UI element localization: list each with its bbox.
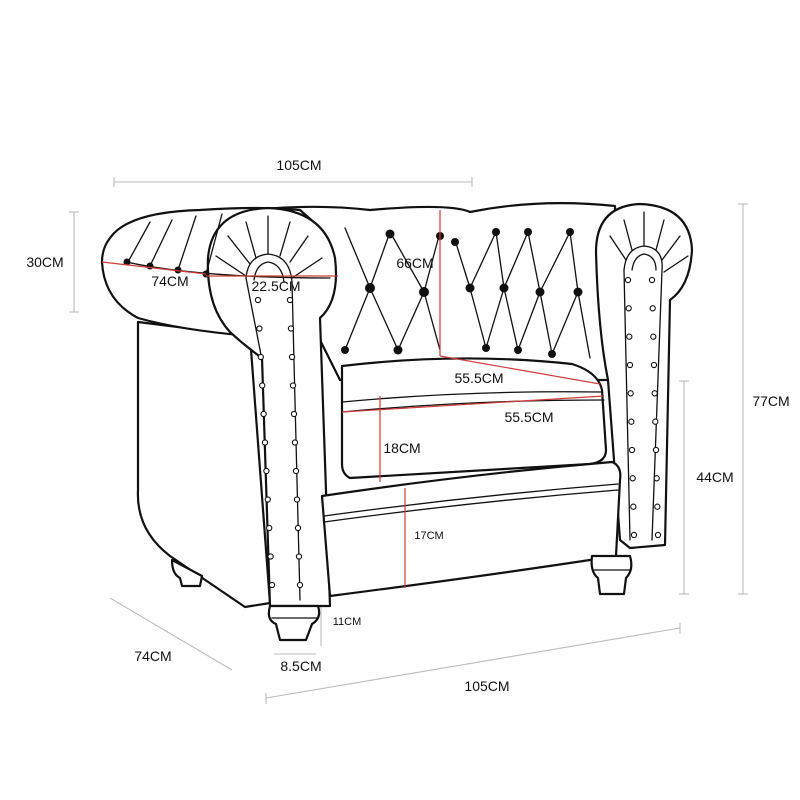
nailhead-stud	[289, 382, 297, 389]
nailhead-stud	[267, 553, 274, 560]
label-leg-width: 8.5CM	[280, 658, 321, 674]
tuft-button	[365, 283, 375, 293]
nailhead-stud	[648, 276, 656, 284]
nailhead-stud	[649, 305, 656, 312]
nailhead-studs	[254, 276, 662, 589]
nailhead-stud	[294, 524, 302, 532]
nailhead-stud	[628, 418, 635, 425]
tuft-button	[535, 287, 545, 297]
right-arm-front	[594, 202, 694, 550]
nailhead-stud	[626, 333, 633, 340]
label-bottom-depth: 74CM	[134, 648, 171, 664]
nailhead-stud	[293, 496, 301, 503]
tuft-button	[514, 346, 522, 354]
nailhead-stud	[628, 446, 636, 454]
nailhead-stud	[296, 581, 304, 589]
nailhead-stud	[629, 475, 636, 482]
tuft-button	[393, 345, 403, 355]
label-leg-height: 11CM	[333, 616, 362, 628]
front-right-leg	[590, 554, 633, 596]
seat-depth-front-measure	[341, 395, 605, 413]
nailhead-stud	[266, 524, 273, 532]
label-seat-depth-top: 55.5CM	[454, 370, 503, 386]
front-left-leg	[267, 604, 321, 642]
nailhead-stud	[290, 410, 298, 418]
tuft-button	[174, 266, 182, 274]
dimension-lines	[69, 177, 748, 704]
tuft-button	[548, 350, 556, 358]
nailhead-stud	[650, 361, 658, 369]
nailhead-stud	[263, 467, 270, 475]
nailhead-stud	[630, 531, 638, 539]
label-base-height: 17CM	[414, 530, 443, 542]
tuft-button	[419, 287, 429, 297]
arm-depth-measure	[101, 261, 207, 275]
nailhead-stud	[286, 296, 294, 304]
nailhead-stud	[257, 353, 264, 361]
tuft-button	[146, 262, 154, 270]
nailhead-stud	[624, 276, 632, 284]
tuft-button	[482, 344, 490, 352]
nailhead-stud	[625, 305, 632, 312]
tuft-button	[123, 258, 131, 266]
label-seat-depth-front: 55.5CM	[504, 409, 553, 425]
nailhead-stud	[260, 410, 267, 418]
label-cushion-height: 18CM	[383, 440, 420, 456]
tuft-button	[451, 238, 459, 246]
tuft-button	[465, 283, 475, 293]
nailhead-stud	[652, 446, 660, 454]
label-total-height: 77CM	[752, 393, 789, 409]
tuft-button	[385, 229, 395, 239]
nailhead-stud	[652, 418, 659, 425]
nailhead-stud	[291, 439, 299, 446]
left-side-panel	[136, 320, 272, 609]
label-arm-depth: 74CM	[151, 273, 188, 289]
label-back-height: 30CM	[26, 254, 63, 270]
tuft-button	[566, 228, 574, 236]
seat-base	[320, 460, 622, 598]
nailhead-stud	[654, 531, 662, 539]
tuft-button	[499, 283, 509, 293]
dimension-labels: 105CM 30CM 74CM 22.5CM 66CM 55.5CM 55.5C…	[26, 157, 789, 694]
label-arm-width: 22.5CM	[251, 278, 300, 294]
nailhead-stud	[630, 503, 637, 510]
label-bottom-width: 105CM	[464, 678, 509, 694]
nailhead-stud	[626, 361, 634, 369]
nailhead-stud	[653, 475, 660, 482]
nailhead-stud	[292, 467, 300, 475]
nailhead-stud	[287, 325, 295, 332]
tuft-button	[341, 346, 349, 354]
nailhead-stud	[256, 325, 263, 332]
left-arm-front	[206, 206, 338, 608]
nailhead-stud	[268, 581, 276, 589]
sofa-drawing	[100, 202, 694, 642]
label-top-width: 105CM	[276, 157, 321, 173]
bottom-width-line	[265, 627, 681, 699]
nailhead-stud	[261, 439, 269, 446]
bottom-depth-line	[109, 597, 233, 671]
nailhead-stud	[650, 333, 657, 340]
tuft-button	[573, 287, 583, 297]
label-back-inner-height: 66CM	[396, 255, 433, 271]
nailhead-stud	[651, 390, 658, 397]
nailhead-stud	[295, 553, 303, 560]
nailhead-stud	[264, 496, 271, 503]
tuft-button	[524, 228, 532, 236]
tuft-button	[492, 228, 500, 236]
label-seat-height: 44CM	[696, 469, 733, 485]
back-left-leg	[170, 558, 204, 588]
nailhead-stud	[288, 353, 296, 361]
nailhead-stud	[259, 382, 266, 389]
seat-depth-top-measure	[439, 355, 601, 385]
nailhead-stud	[254, 296, 262, 304]
measure-lines	[101, 210, 605, 588]
nailhead-stud	[654, 503, 661, 510]
nailhead-stud	[627, 390, 634, 397]
